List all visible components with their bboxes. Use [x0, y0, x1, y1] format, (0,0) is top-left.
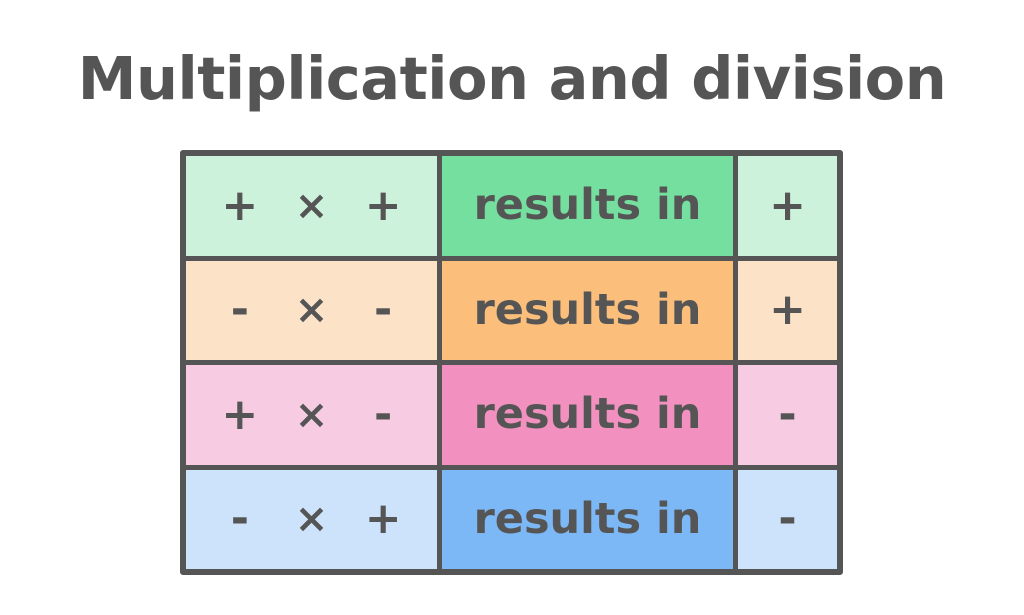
result-sign: + [769, 284, 806, 336]
left-sign: - [230, 284, 249, 336]
phrase-text: results in [473, 284, 702, 335]
table-row: + × - results in - [186, 365, 837, 470]
multiply-icon: × [294, 391, 329, 438]
table-row: - × - results in + [186, 260, 837, 365]
left-sign: - [230, 493, 249, 545]
result-cell: - [738, 469, 837, 569]
right-sign: - [374, 388, 393, 440]
result-cell: + [738, 156, 837, 256]
table-row: + × + results in + [186, 156, 837, 261]
result-sign: + [769, 179, 806, 231]
right-sign: + [364, 179, 402, 231]
expression-cell: + × - [186, 365, 442, 465]
result-sign: - [778, 493, 797, 545]
phrase-cell: results in [442, 365, 738, 465]
expression-cell: + × + [186, 156, 442, 256]
left-sign: + [221, 179, 259, 231]
multiply-icon: × [294, 182, 329, 229]
right-sign: - [374, 284, 393, 336]
expression-cell: - × - [186, 260, 442, 360]
multiply-icon: × [294, 287, 329, 334]
result-sign: - [778, 388, 797, 440]
expression-cell: - × + [186, 469, 442, 569]
phrase-cell: results in [442, 156, 738, 256]
result-cell: - [738, 365, 837, 465]
page-title: Multiplication and division [77, 44, 947, 113]
phrase-cell: results in [442, 260, 738, 360]
result-cell: + [738, 260, 837, 360]
phrase-text: results in [473, 493, 702, 544]
phrase-text: results in [473, 180, 702, 231]
left-sign: + [221, 388, 259, 440]
right-sign: + [364, 493, 402, 545]
multiply-icon: × [294, 496, 329, 543]
table-row: - × + results in - [186, 469, 837, 569]
sign-rules-table: + × + results in + - × - results in + [180, 150, 843, 575]
phrase-text: results in [473, 389, 702, 440]
phrase-cell: results in [442, 469, 738, 569]
